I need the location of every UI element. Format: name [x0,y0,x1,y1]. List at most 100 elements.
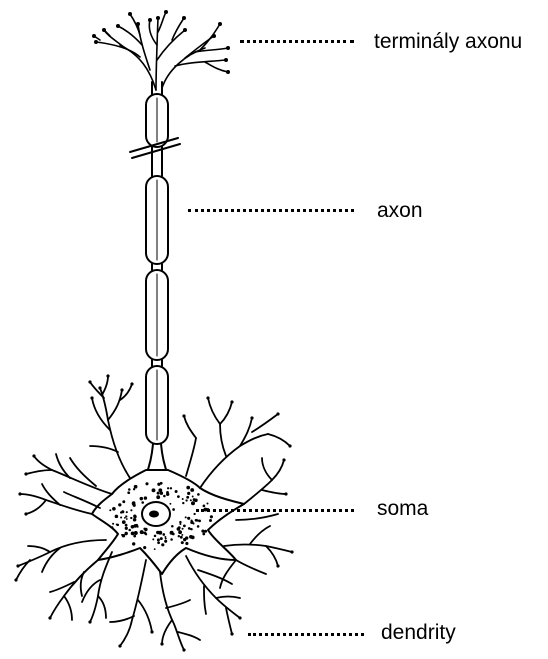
soma-granule [204,530,207,533]
soma-outline [92,470,244,574]
soma-granule [141,501,144,504]
soma-granule [164,540,167,543]
soma-granule [194,498,198,502]
soma-granule [121,534,123,536]
soma-granule [158,488,162,492]
soma-granule [158,531,162,535]
soma-granule [182,528,184,530]
soma-granule [124,532,127,535]
soma-granule [127,491,130,494]
soma-granule [157,541,160,544]
soma-granule [185,542,188,545]
soma-granule [109,509,111,511]
soma-granule [180,536,183,539]
soma-granule [185,499,187,501]
soma-granule [169,503,171,505]
soma-granule [165,538,167,540]
soma-granule [175,490,178,493]
soma-granule [144,528,147,531]
soma-granule [133,535,136,538]
nucleolus [149,511,159,518]
soma-granule [210,515,213,518]
soma-granule [145,482,148,485]
soma-granule [161,543,164,546]
soma-granule [126,518,128,520]
soma-granule [202,530,204,532]
soma-granule [125,515,127,517]
soma-granule [190,488,194,492]
label-dendrites: dendrity [381,622,456,643]
soma-granule [162,533,165,536]
soma-granule [191,520,193,522]
soma-granule [152,488,156,492]
soma-granule [187,517,190,520]
soma-granule [193,513,195,515]
soma-granule [189,535,193,539]
leader-line-soma [196,509,354,512]
soma-granule [197,493,200,496]
soma-granule [167,487,169,489]
soma-granule [178,530,182,534]
soma-granule [143,546,146,549]
soma-granule [125,524,128,527]
label-axon: axon [377,200,423,221]
soma-granule [181,534,183,536]
axon-terminals-drawing [94,12,228,90]
soma-granule [191,501,195,505]
soma-granule [166,493,169,496]
soma-granule [133,504,136,507]
soma-granule [192,522,194,524]
soma-granule [125,527,128,530]
soma-granule [182,498,184,500]
soma-granule [186,486,190,490]
soma-granule [134,485,138,489]
soma-granule [197,525,200,528]
soma-granule [131,525,135,529]
soma-granule [128,488,131,491]
label-soma: soma [377,498,428,519]
soma-granule [137,526,139,528]
soma-granule [164,536,166,538]
soma-granule [202,533,205,536]
soma-granule [157,492,160,495]
soma-granule [152,538,154,540]
soma-granule [157,538,160,541]
soma-granule [154,535,157,538]
soma-granule [172,508,175,511]
soma-granule [186,496,189,499]
soma-granule [181,541,184,544]
soma-granule [190,528,192,530]
soma-granule [132,542,135,545]
soma-granule [163,495,166,498]
soma-granule [134,531,138,535]
leader-line-axon-terminals [240,40,354,43]
soma-granule [170,487,172,489]
soma-granule [130,517,132,519]
soma-granule [154,548,156,550]
soma-granule [122,520,126,524]
soma-granule [112,523,114,525]
soma-granule [112,507,116,511]
soma-granule [185,516,187,518]
soma-granule [133,518,137,522]
soma-granule [157,483,160,486]
soma-granule [206,502,208,504]
soma-granule [183,525,186,528]
soma-granule [203,505,206,508]
soma-granule [117,524,120,527]
soma-granule [140,497,143,500]
soma-granule [178,535,180,537]
soma-granule [111,526,113,528]
soma-granule [126,511,128,513]
soma-granule [177,495,180,498]
label-axon-terminals: terminály axonu [374,31,522,52]
soma-granule [140,530,144,534]
soma-granule [118,503,121,506]
soma-granule [179,523,181,525]
leader-line-dendrites [248,633,364,636]
soma-granule [115,515,119,519]
soma-granule [134,515,137,518]
axon-cut-mark [130,138,180,158]
soma-granule [170,531,174,535]
